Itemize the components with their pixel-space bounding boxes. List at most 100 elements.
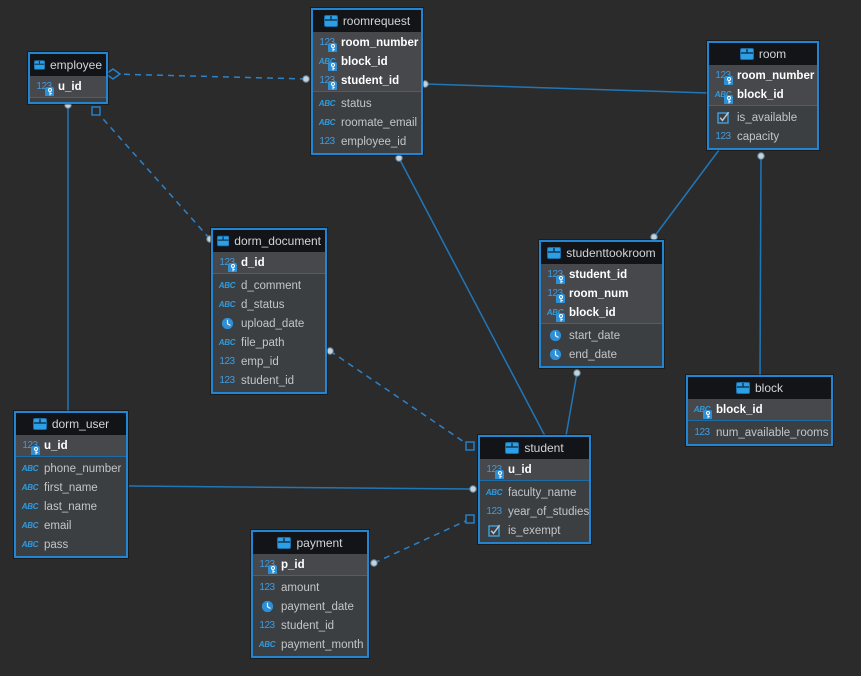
relationship-line-payment-student[interactable]: [373, 518, 471, 564]
column-name: u_id: [58, 80, 82, 93]
text-type-icon: ABC: [258, 640, 276, 649]
table-header[interactable]: roomrequest: [313, 10, 421, 32]
column-name: room_number: [737, 69, 815, 82]
text-type-icon: ABC: [693, 405, 711, 414]
column-row-block_id[interactable]: ABC block_id: [541, 303, 662, 322]
table-header[interactable]: dorm_user: [16, 413, 126, 435]
table-header[interactable]: student: [480, 437, 589, 459]
relationship-line-studenttookroom-room[interactable]: [653, 149, 720, 238]
column-row-is_exempt[interactable]: is_exempt: [480, 521, 589, 540]
column-name: email: [44, 519, 72, 532]
relationship-line-room-block[interactable]: [759, 155, 762, 377]
column-name: amount: [281, 581, 320, 594]
column-row-block_id[interactable]: ABC block_id: [709, 85, 817, 104]
relationship-line-dorm_document-employee[interactable]: [95, 110, 211, 240]
column-row-upload_date[interactable]: upload_date: [213, 314, 325, 333]
table-title: dorm_user: [51, 417, 110, 431]
primary-key-section: 123 u_id: [480, 459, 589, 481]
table-title: roomrequest: [342, 14, 411, 28]
text-type-icon: ABC: [21, 502, 39, 511]
column-row-block_id[interactable]: ABC block_id: [313, 52, 421, 71]
relationship-line-roomrequest-room[interactable]: [424, 83, 709, 94]
column-row-is_available[interactable]: is_available: [709, 108, 817, 127]
primary-key-icon: [556, 312, 565, 322]
numeric-type-icon: 123: [547, 288, 563, 299]
relationship-endpoint-dot: [573, 369, 581, 377]
numeric-type-icon: 123: [22, 440, 38, 451]
column-name: d_comment: [241, 279, 302, 292]
column-row-p_id[interactable]: 123 p_id: [253, 555, 367, 574]
table-header[interactable]: dorm_document: [213, 230, 325, 252]
column-row-end_date[interactable]: end_date: [541, 345, 662, 364]
column-row-phone_number[interactable]: ABC phone_number: [16, 459, 126, 478]
column-row-block_id[interactable]: ABC block_id: [688, 400, 831, 419]
relationship-line-roomrequest-employee[interactable]: [112, 73, 307, 80]
column-row-room_number[interactable]: 123 room_number: [709, 66, 817, 85]
relationship-line-roomrequest-student[interactable]: [398, 157, 546, 437]
relationship-line-dorm_user-student[interactable]: [128, 485, 474, 490]
table-header[interactable]: studenttookroom: [541, 242, 662, 264]
text-type-icon: ABC: [21, 464, 39, 473]
column-name: room_num: [569, 287, 629, 300]
column-row-u_id[interactable]: 123 u_id: [16, 436, 126, 455]
column-name: student_id: [569, 268, 628, 281]
column-row-start_date[interactable]: start_date: [541, 326, 662, 345]
column-row-u_id[interactable]: 123 u_id: [480, 460, 589, 479]
table-header[interactable]: payment: [253, 532, 367, 554]
column-row-payment_date[interactable]: payment_date: [253, 597, 367, 616]
primary-key-icon: [268, 564, 277, 574]
table-header[interactable]: block: [688, 377, 831, 399]
numeric-type-icon: 123: [486, 506, 502, 517]
column-row-student_id[interactable]: 123 student_id: [313, 71, 421, 90]
text-type-icon: ABC: [318, 99, 336, 108]
column-row-d_id[interactable]: 123 d_id: [213, 253, 325, 272]
table-header[interactable]: employee: [30, 54, 106, 76]
column-row-u_id[interactable]: 123 u_id: [30, 77, 106, 96]
relationship-endpoint-dot: [395, 154, 403, 162]
table-header[interactable]: room: [709, 43, 817, 65]
datetime-type-icon: [549, 348, 561, 361]
column-name: phone_number: [44, 462, 122, 475]
primary-key-icon: [703, 409, 712, 419]
column-name: employee_id: [341, 135, 407, 148]
column-name: upload_date: [241, 317, 305, 330]
column-row-room_number[interactable]: 123 room_number: [313, 33, 421, 52]
relationship-line-dorm_document-student[interactable]: [329, 350, 471, 447]
column-row-student_id[interactable]: 123 student_id: [541, 265, 662, 284]
relationship-line-studenttookroom-student[interactable]: [565, 372, 578, 437]
numeric-type-icon: 123: [219, 375, 235, 386]
column-row-room_num[interactable]: 123 room_num: [541, 284, 662, 303]
column-row-payment_month[interactable]: ABC payment_month: [253, 635, 367, 654]
column-name: payment_month: [281, 638, 364, 651]
